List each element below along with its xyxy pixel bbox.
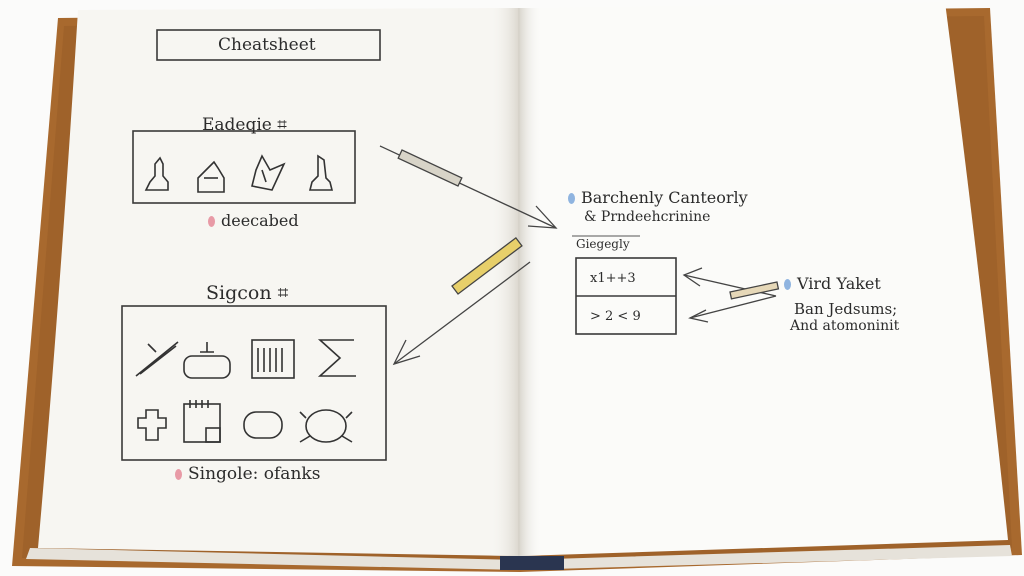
right-page [518, 2, 1008, 556]
page-title: Cheatsheet [218, 35, 316, 55]
table-label: Giegegly [576, 237, 630, 251]
pink-marker-dot [208, 216, 215, 227]
note2-line1-text: Vird Yaket [797, 274, 881, 293]
chess-piece-icon [144, 156, 169, 191]
note1-line1: Barchenly Canteorly [568, 188, 748, 207]
castle-icon [197, 160, 225, 193]
section1-icons [144, 154, 334, 193]
section2-icons [135, 339, 356, 443]
note2-line3: And atomoninit [790, 318, 900, 334]
section2-heading: Sigcon ⌗ [206, 282, 289, 304]
chat-bubble-icon [243, 411, 283, 439]
section1-heading: Eadeqie ⌗ [202, 115, 287, 135]
trophy-icon [308, 154, 334, 191]
sigma-icon [317, 339, 356, 377]
pink-marker-dot [175, 469, 182, 480]
section1-caption: deecabed [208, 211, 299, 230]
cross-icon [137, 409, 167, 441]
section2-caption-text: Singole: ofanks [188, 464, 321, 484]
calendar-icon [183, 400, 221, 443]
note2-line1: Vird Yaket [784, 274, 881, 293]
blue-marker-dot [568, 193, 575, 204]
section1-caption-text: deecabed [221, 211, 299, 230]
table-row-2: > 2 < 9 [590, 309, 641, 324]
title-box [156, 29, 381, 61]
section2-caption: Singole: ofanks [175, 464, 320, 484]
cooking-pot-icon [183, 342, 231, 379]
pen-arrow-middle [392, 236, 531, 366]
section1-box [132, 130, 356, 204]
grid-chart-icon [251, 339, 295, 379]
tent-icon [251, 154, 286, 191]
note1-line1-text: Barchenly Canteorly [581, 188, 748, 207]
note1-line2: & Prndeehcrinine [584, 209, 711, 225]
note2-line2: Ban Jedsums; [794, 300, 898, 318]
pen-arrow-top [379, 145, 558, 229]
blue-marker-dot [784, 279, 791, 290]
bug-icon [299, 409, 353, 443]
pen-arrow-right [682, 267, 780, 323]
table-row-1: x1++3 [590, 271, 636, 286]
pen-tool-icon [135, 341, 179, 377]
left-page [38, 8, 520, 556]
section2-box [121, 305, 387, 461]
